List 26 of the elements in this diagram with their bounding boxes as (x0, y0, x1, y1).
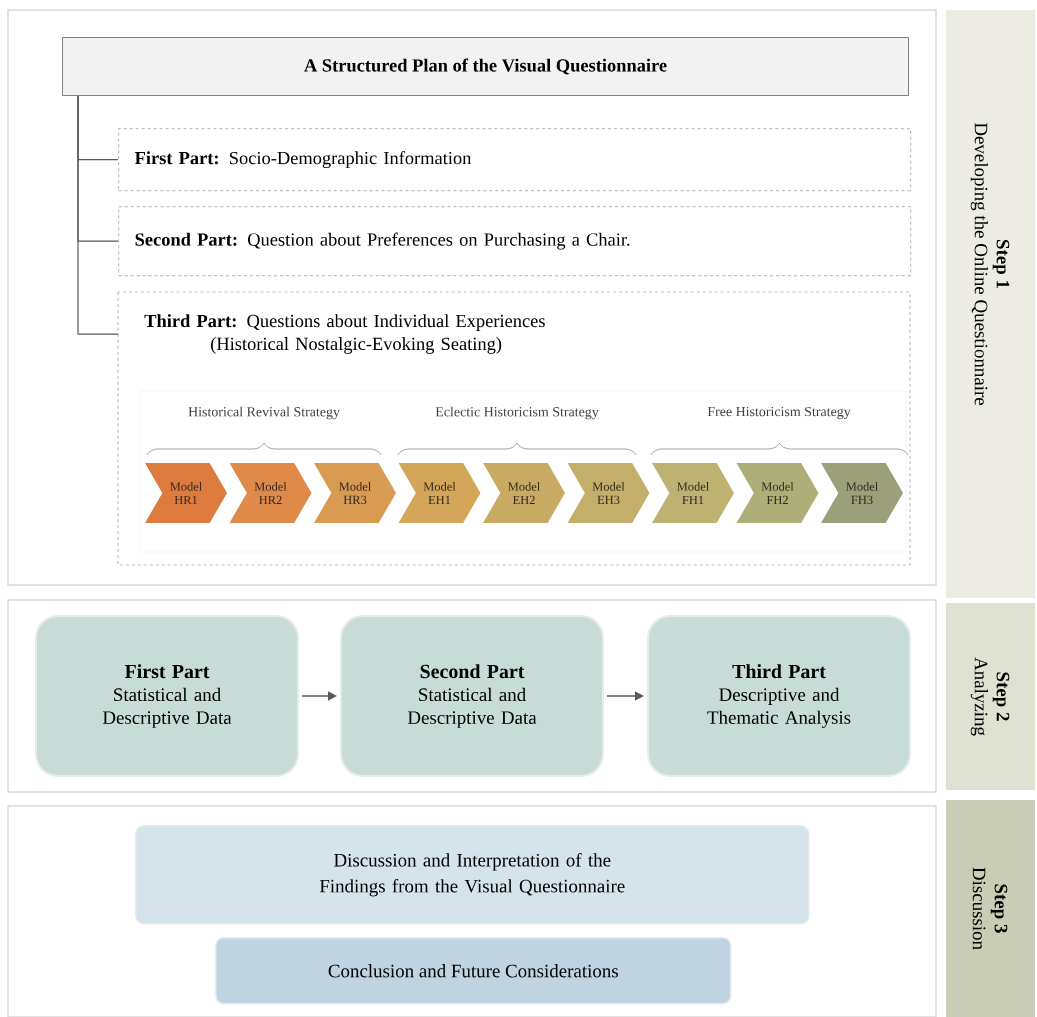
step-band: Step 2 Analyzing (946, 603, 1035, 790)
dashed-box: Second Part: Question about Preferences on Purchasing a Chair. (118, 206, 912, 277)
model-tag: Model HR1 (145, 463, 227, 523)
arrow (606, 691, 644, 701)
arrow (301, 691, 337, 701)
dashed-box: First Part: Socio-Demographic Information (118, 128, 912, 192)
step-band: Step 1 Developing the Online Questionnaire (946, 10, 1035, 598)
model-tag: Model FH1 (652, 463, 734, 523)
strategy-label: Eclectic Historicism Strategy (435, 406, 599, 420)
rounded-box: Third Part Descriptive and Thematic Analysis (647, 615, 911, 777)
rounded-box: First Part Statistical and Descriptive Data (35, 615, 299, 777)
strategy-label: Free Historicism Strategy (707, 406, 851, 420)
model-tag: Model EH1 (398, 463, 481, 523)
step-band: Step 3 Discussion (946, 800, 1035, 1017)
model-tag: Model FH3 (821, 463, 903, 523)
model-tag: Model FH2 (736, 463, 819, 523)
model-tag: Model HR3 (314, 463, 396, 523)
rounded-box: Discussion and Interpretation of the Findings from the Visual Questionnaire (135, 825, 810, 925)
rounded-box: Second Part Statistical and Descriptive Data (340, 615, 604, 777)
rounded-box: Conclusion and Future Considerations (215, 937, 732, 1005)
title-box: A Structured Plan of the Visual Questionnaire (62, 37, 909, 96)
strategy-label: Historical Revival Strategy (188, 406, 340, 420)
model-tag: Model HR2 (229, 463, 312, 523)
connector-line (77, 95, 119, 335)
model-tag: Model EH3 (567, 463, 650, 523)
model-tag: Model EH2 (483, 463, 565, 523)
